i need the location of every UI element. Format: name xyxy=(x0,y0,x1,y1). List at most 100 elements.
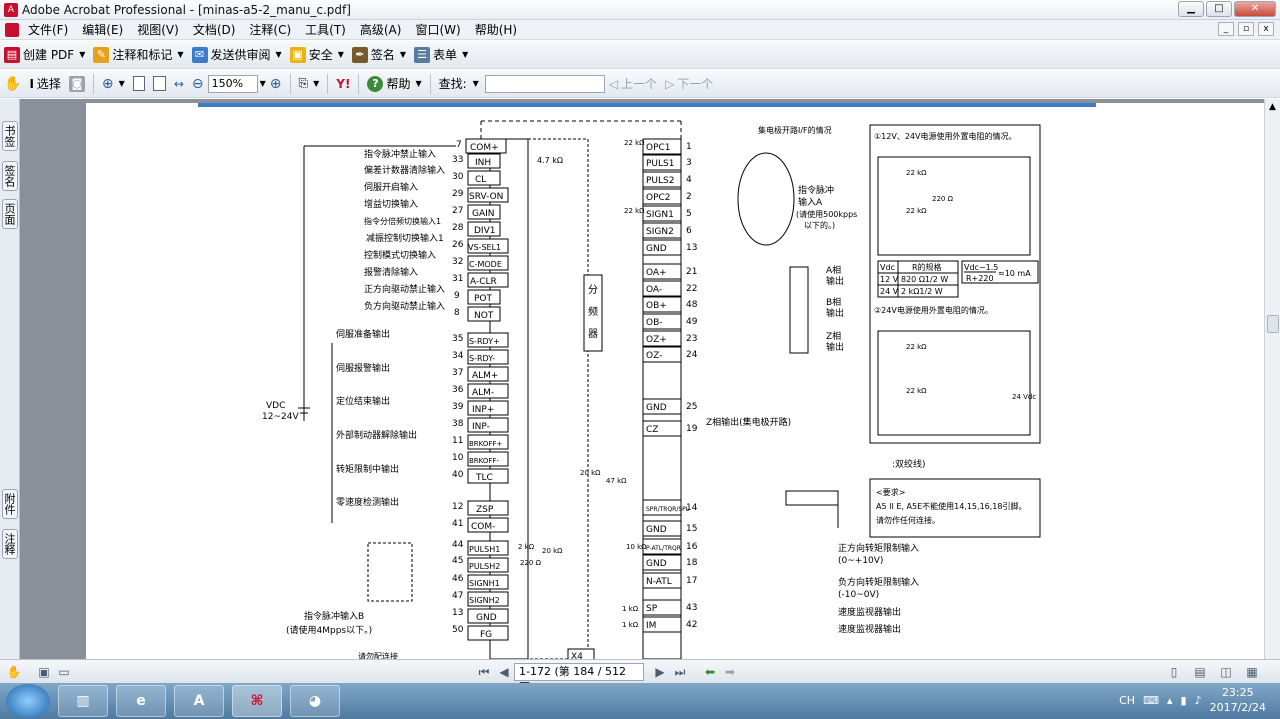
forms-button[interactable]: ☰表单▼ xyxy=(410,44,472,66)
tab-comments[interactable]: 注释 xyxy=(2,529,18,559)
help-button[interactable]: ?帮助▼ xyxy=(363,73,425,95)
create-pdf-button[interactable]: ▤创建 PDF▼ xyxy=(0,44,89,66)
right-pin-name: OZ- xyxy=(646,351,662,361)
continuous-facing-icon[interactable]: ▦ xyxy=(1246,664,1258,679)
snapshot-button[interactable]: ◙ xyxy=(65,73,89,95)
scroll-thumb[interactable] xyxy=(1267,315,1279,333)
find-options-icon[interactable]: ▼ xyxy=(472,79,479,88)
keyboard-icon[interactable]: ⌨ xyxy=(1143,693,1159,707)
continuous-icon[interactable]: ▤ xyxy=(1194,664,1206,679)
page-header-bar xyxy=(198,103,1096,107)
actual-size-button[interactable] xyxy=(129,73,149,95)
com-plus-pin: 7 xyxy=(456,140,462,150)
menu-advanced[interactable]: 高级(A) xyxy=(359,23,402,37)
fit-page-button[interactable] xyxy=(149,73,170,95)
find-previous-button[interactable]: ◁上一个 xyxy=(605,73,661,95)
sign-button[interactable]: ✒签名▼ xyxy=(348,44,410,66)
svg-text:POT: POT xyxy=(474,294,493,304)
comment-button[interactable]: ✎注释和标记▼ xyxy=(89,44,187,66)
next-page-button[interactable]: ▶ xyxy=(655,664,665,679)
svg-text:<要求>: <要求> xyxy=(876,487,905,497)
tab-pages[interactable]: 页面 xyxy=(2,199,18,229)
page-layout-icon: ⎘ xyxy=(298,76,309,90)
svg-text:46: 46 xyxy=(452,574,464,584)
page-layout-button[interactable]: ⎘▼ xyxy=(295,73,324,95)
previous-page-button[interactable]: ◀ xyxy=(499,664,509,679)
taskbar-acrobat[interactable]: ⌘ xyxy=(232,685,282,717)
doc-minimize-icon[interactable]: _ xyxy=(1218,22,1234,36)
language-indicator[interactable]: CH xyxy=(1119,693,1136,707)
menu-help[interactable]: 帮助(H) xyxy=(474,23,518,37)
zoom-in-tool-button[interactable]: ⊕▼ xyxy=(98,73,129,95)
svg-text:38: 38 xyxy=(452,419,464,429)
monitor-icon[interactable]: ▣ xyxy=(38,664,50,679)
menu-tools[interactable]: 工具(T) xyxy=(305,23,346,37)
document-icon[interactable] xyxy=(5,22,19,37)
menu-comments[interactable]: 注释(C) xyxy=(249,23,292,37)
close-icon[interactable]: ✕ xyxy=(1234,1,1276,17)
menu-view[interactable]: 视图(V) xyxy=(137,23,179,37)
scroll-up-icon[interactable]: ▲ xyxy=(1269,102,1276,112)
go-back-button[interactable]: ⬅ xyxy=(704,664,716,679)
network-icon[interactable]: ▮ xyxy=(1180,693,1187,707)
menu-window[interactable]: 窗口(W) xyxy=(415,23,461,37)
menu-file[interactable]: 文件(F) xyxy=(28,23,69,37)
clock[interactable]: 23:25 2017/2/24 xyxy=(1210,685,1266,715)
tray-expand-icon[interactable]: ▴ xyxy=(1166,693,1173,707)
doc-restore-icon[interactable]: ▫ xyxy=(1238,22,1254,36)
volume-icon[interactable]: ♪ xyxy=(1194,693,1202,707)
zoom-in-button[interactable]: ⊕ xyxy=(266,73,286,95)
page-number-input[interactable]: 1-172 (第 184 / 512 页) xyxy=(514,662,644,694)
tab-signatures[interactable]: 签名 xyxy=(2,161,18,191)
first-page-button[interactable]: ⏮ xyxy=(478,664,490,679)
page-icon xyxy=(132,76,145,91)
minimize-icon[interactable]: ▁ xyxy=(1178,1,1204,17)
taskbar-ie[interactable]: e xyxy=(116,685,166,717)
find-next-button[interactable]: ▷下一个 xyxy=(661,73,717,95)
zoom-dropdown-icon[interactable]: ▼ xyxy=(259,79,266,88)
doc-size-icon[interactable]: ▭ xyxy=(58,664,70,679)
taskbar-paint[interactable]: ◕ xyxy=(290,685,340,717)
resistor-47k-label: 4.7 kΩ xyxy=(537,156,563,165)
right-pin-number: 16 xyxy=(686,542,698,552)
svg-text:速度监视器输出: 速度监视器输出 xyxy=(838,606,901,618)
hand-tool-button[interactable]: ✋ xyxy=(0,73,25,95)
zoom-input[interactable]: 150% xyxy=(207,74,258,93)
svg-text:C-MODE: C-MODE xyxy=(469,260,502,269)
menu-document[interactable]: 文档(D) xyxy=(192,23,236,37)
last-page-button[interactable]: ⏭ xyxy=(674,664,686,679)
svg-text:28: 28 xyxy=(452,223,464,233)
single-page-icon[interactable]: ▯ xyxy=(1170,664,1178,679)
pen-icon: ✒ xyxy=(351,46,368,63)
svg-text:34: 34 xyxy=(452,351,464,361)
taskbar-explorer[interactable]: ▥ xyxy=(58,685,108,717)
send-review-button[interactable]: ✉发送供审阅▼ xyxy=(188,44,286,66)
fit-width-button[interactable]: ↔ xyxy=(170,73,188,95)
right-pin-box xyxy=(642,346,682,363)
vertical-scrollbar[interactable]: ▲ xyxy=(1264,99,1280,659)
yahoo-button[interactable]: Y! xyxy=(332,73,354,95)
doc-close-icon[interactable]: x xyxy=(1258,22,1274,36)
start-button[interactable] xyxy=(6,684,50,718)
maximize-icon[interactable]: □ xyxy=(1206,1,1232,17)
right-pin-box xyxy=(642,239,682,256)
svg-text:22 kΩ: 22 kΩ xyxy=(906,169,927,177)
right-pin-box xyxy=(642,398,682,415)
find-next-label: 下一个 xyxy=(677,77,714,91)
taskbar-autocad[interactable]: A xyxy=(174,685,224,717)
zoom-out-button[interactable]: ⊖ xyxy=(188,73,208,95)
facing-icon[interactable]: ◫ xyxy=(1220,664,1232,679)
menu-edit[interactable]: 编辑(E) xyxy=(82,23,124,37)
go-forward-button[interactable]: ➡ xyxy=(724,664,736,679)
find-input[interactable] xyxy=(484,74,605,93)
hand-icon: ✋ xyxy=(4,75,22,92)
tab-bookmarks[interactable]: 书签 xyxy=(2,121,18,151)
security-button[interactable]: ▣安全▼ xyxy=(286,44,348,66)
tab-attachments[interactable]: 附件 xyxy=(2,489,18,519)
